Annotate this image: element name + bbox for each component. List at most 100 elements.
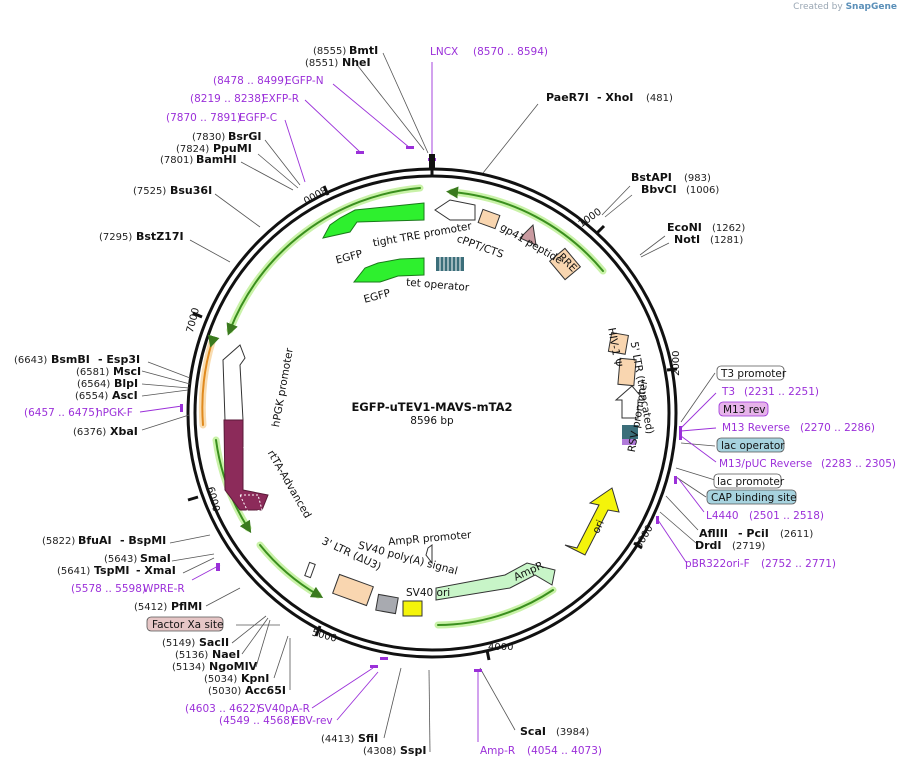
site-bmti: BmtI: [349, 44, 378, 57]
site-bstapi: BstAPI: [631, 171, 672, 184]
hpgk-label: hPGK promoter: [270, 347, 296, 429]
primer-m13-reverse: M13 Reverse: [722, 422, 790, 434]
primer-egfp-c-range: (7870 .. 7891): [166, 112, 241, 124]
leader-lines: [141, 52, 716, 753]
primer-leader-lines: [139, 62, 717, 742]
primer-sv40pa-r: SV40pA-R: [258, 703, 310, 715]
site-bfuai: BfuAI: [78, 534, 112, 547]
site-pos-paer7i: (481): [646, 93, 673, 104]
site-xbai: XbaI: [110, 425, 138, 438]
site-ngomiv: NgoMIV: [209, 660, 258, 673]
sv40-polya-box: [332, 573, 374, 607]
lac-operator-label: lac operator: [721, 440, 785, 452]
sv40-polya-signal-box: [375, 593, 399, 615]
site-pos-msci: (6581): [76, 367, 109, 378]
tet-operator-stripes: [439, 257, 461, 271]
site-pos-pflmi: (5412): [134, 602, 167, 613]
site-noti: NotI: [674, 233, 700, 246]
site-pos-econi: (1262): [712, 223, 745, 234]
site-pos-bstz17i: (7295): [99, 232, 132, 243]
site-pcii: - PciI: [738, 527, 769, 540]
site-sacii: SacII: [199, 636, 229, 649]
site-pos-tspmi: (5641): [57, 566, 90, 577]
snapgene-credit: Created by SnapGene: [793, 2, 897, 12]
site-xhoi: - XhoI: [597, 91, 633, 104]
site-pos-bfuai: (5822): [42, 536, 75, 547]
site-sfii: SfiI: [358, 732, 378, 745]
hiv-psi-label: HIV-1 Ψ: [605, 327, 624, 368]
site-bstz17i: BstZ17I: [136, 230, 184, 243]
primer-m13-reverse-range: (2270 .. 2286): [800, 422, 875, 434]
plasmid-name: EGFP-uTEV1-MAVS-mTA2: [351, 400, 512, 414]
ori-arrow: [564, 487, 620, 556]
egfp-arrow-2: [352, 257, 425, 283]
rtetr-tip-hatch: [239, 494, 263, 513]
primer-wpre-r-range: (5578 .. 5598): [71, 583, 146, 595]
site-bamhi: BamHI: [196, 153, 237, 166]
site-asci: AscI: [112, 389, 138, 402]
site-pos-ppumi: (7824): [176, 144, 209, 155]
site-pos-bamhi: (7801): [160, 155, 193, 166]
site-pos-bsmbi: (6643): [14, 355, 47, 366]
tick-label-4000: 4000: [488, 642, 513, 653]
sv40-ori-label: SV40 ori: [406, 587, 450, 599]
primer-m13-puc-reverse: M13/pUC Reverse: [719, 458, 812, 470]
site-blpi: BlpI: [114, 377, 138, 390]
m13-rev-badge: [718, 401, 769, 417]
primer-egfp-c: EGFP-C: [239, 112, 277, 124]
site-pos-bstapi: (983): [684, 173, 711, 184]
primer-pbr322ori-f: pBR322ori-F: [685, 558, 750, 570]
tet-operator-box: [436, 257, 464, 271]
rtta-label: rtTA-Advanced: [265, 448, 314, 520]
egfp1-label: EGFP: [334, 248, 363, 267]
hiv-ltr-box: [617, 357, 637, 387]
site-bsu36i: Bsu36I: [170, 184, 212, 197]
site-tspmi: TspMI: [94, 564, 130, 577]
site-bspmi: - BspMI: [120, 534, 166, 547]
egfp2-label: EGFP: [362, 287, 391, 306]
site-pflmi: PflMI: [171, 600, 202, 613]
site-pos-xbai: (6376): [73, 427, 106, 438]
rre-box: [548, 247, 582, 281]
site-msci: MscI: [113, 365, 141, 378]
tick-label-2000: 2000: [671, 351, 682, 376]
credit-prefix: Created by: [793, 2, 843, 12]
site-xmai: - XmaI: [136, 564, 176, 577]
cppt-label: cPPT/CTS: [455, 233, 505, 261]
site-pos-scai: (3984): [556, 727, 589, 738]
site-pos-naei: (5136): [175, 650, 208, 661]
primer-egfp-n: EGFP-N: [285, 75, 324, 87]
lncx-label: LNCX: [430, 46, 458, 58]
lac-promoter-label: lac promoter: [717, 476, 785, 488]
egfp-arrow-1: [322, 202, 425, 239]
primer-pbr322ori-f-range: (2752 .. 2771): [761, 558, 836, 570]
snapgene-brand: SnapGene: [845, 2, 897, 12]
lac-operator-badge: [716, 437, 785, 453]
primer-t3: T3: [721, 386, 735, 398]
primer-amp-r: Amp-R: [480, 745, 515, 757]
primer-ebv-rev-range: (4549 .. 4568): [219, 715, 294, 727]
origin-marker: [429, 154, 435, 168]
3-ltr-mark: [304, 561, 316, 579]
plasmid-size: 8596 bp: [410, 415, 454, 427]
rsv-promoter-arrow: [614, 385, 646, 419]
primer-egfp-n-range: (8478 .. 8499): [213, 75, 288, 87]
factor-xa-site-label: Factor Xa site: [152, 619, 223, 631]
primer-amp-r-range: (4054 .. 4073): [527, 745, 602, 757]
cap-binding-site-label: CAP binding site: [711, 492, 797, 504]
site-pos-drdi: (2719): [732, 541, 765, 552]
site-ppumi: PpuMI: [213, 142, 252, 155]
tet-operator-label: tet operator: [406, 276, 471, 294]
primer-exfp-r-range: (8219 .. 8238): [190, 93, 265, 105]
site-kpni: KpnI: [241, 672, 269, 685]
site-pos-asci: (6554): [75, 391, 108, 402]
site-pos-ngomiv: (5134): [172, 662, 205, 673]
site-nhei: NheI: [342, 56, 371, 69]
site-drdi: DrdI: [695, 539, 722, 552]
gp41-peptide-mark: [519, 223, 537, 246]
site-smai: SmaI: [140, 552, 171, 565]
m13-rev-box: [622, 439, 636, 445]
primer-l4440: L4440: [706, 510, 739, 522]
hiv-psi-box: [607, 331, 630, 355]
